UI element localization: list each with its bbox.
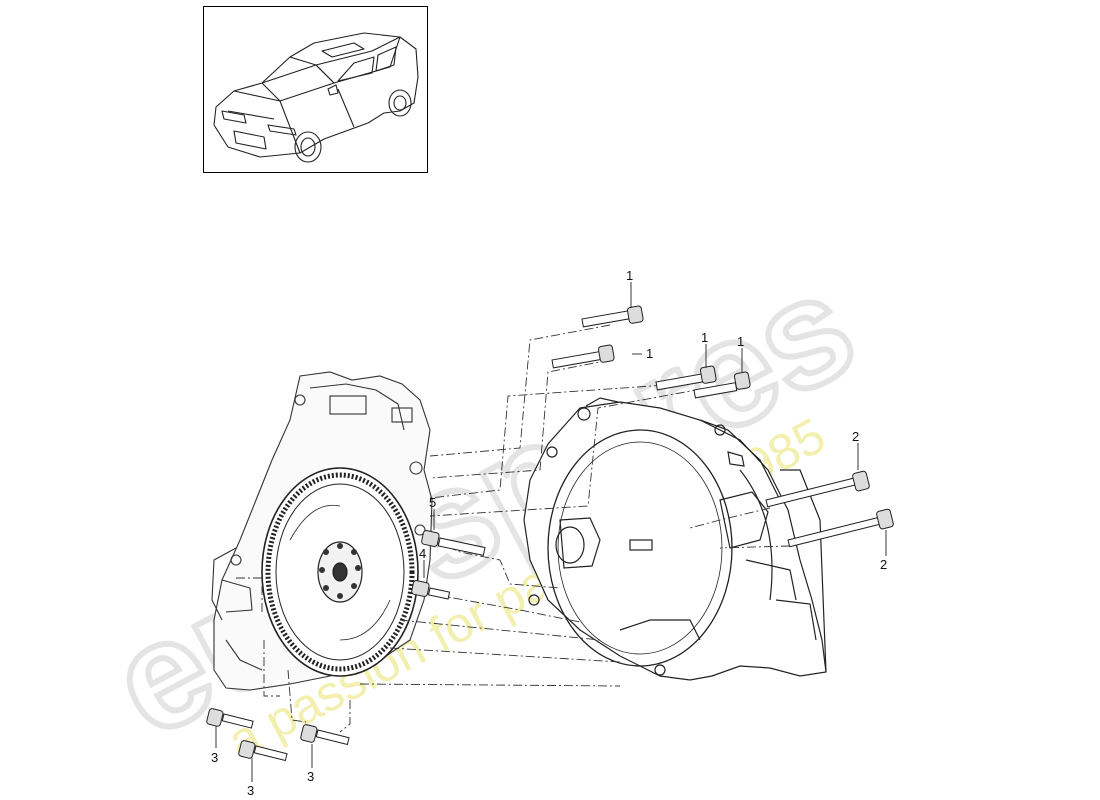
- bolt-1-right-b: [693, 371, 751, 399]
- bolt-3-right: [300, 724, 350, 746]
- car-suv-thumbnail-icon: [213, 32, 419, 163]
- bolt-2-lower: [787, 508, 894, 548]
- bolt-1-middle: [551, 344, 615, 369]
- vehicle-thumbnail-frame: [203, 6, 428, 173]
- callout-ticks: [215, 282, 887, 782]
- callout-1-right-a: 1: [701, 330, 708, 345]
- callout-4: 4: [419, 546, 426, 561]
- callout-1-right-b: 1: [737, 334, 744, 349]
- callout-2-lower: 2: [880, 557, 887, 572]
- callout-1-middle: 1: [646, 346, 653, 361]
- flywheel: [261, 467, 419, 677]
- bolts: [206, 305, 894, 762]
- callout-5: 5: [429, 495, 436, 510]
- transmission-housing: [523, 397, 827, 681]
- bolt-5: [421, 530, 486, 556]
- callout-3-right: 3: [307, 769, 314, 784]
- bolt-2-upper: [765, 470, 870, 508]
- bolt-4: [411, 580, 451, 600]
- leader-lines: [236, 324, 791, 733]
- callout-3-bottom: 3: [247, 783, 254, 798]
- callout-1-top: 1: [626, 268, 633, 283]
- callout-3-left: 3: [211, 750, 218, 765]
- callout-2-upper: 2: [852, 429, 859, 444]
- callouts: 1 1 1 1 2 2 3 3 3 4 5: [211, 268, 887, 798]
- bolt-3-bottom: [238, 740, 288, 762]
- bolt-1-right-a: [655, 365, 717, 391]
- bolt-3-left: [206, 708, 254, 729]
- bolt-1-top: [581, 305, 644, 328]
